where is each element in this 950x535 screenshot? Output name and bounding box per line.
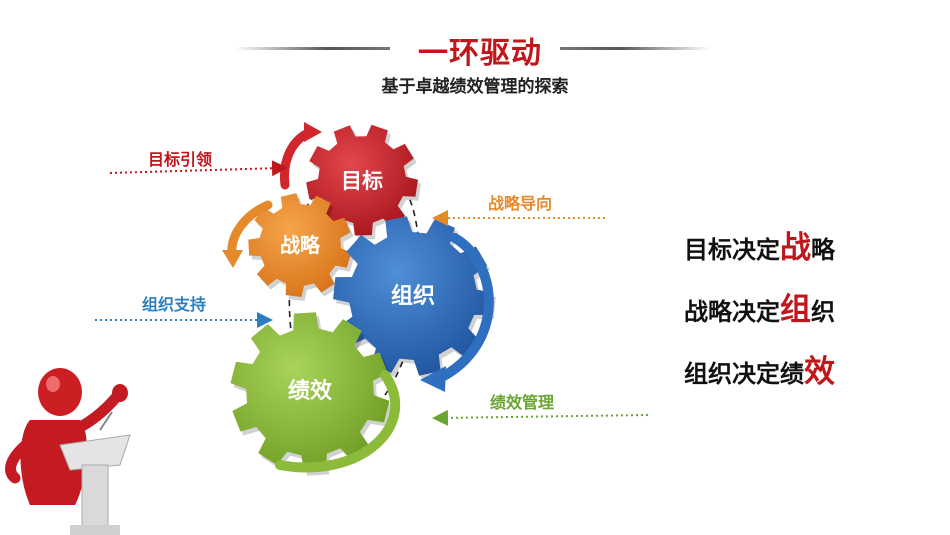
presenter-figure-icon [5, 368, 131, 535]
org-support-label: 组织支持 [142, 295, 207, 314]
statement-2-suffix: 织 [811, 298, 835, 326]
statement-1-highlight: 战 [780, 230, 811, 266]
statement-1-suffix: 略 [811, 236, 835, 264]
gear-orange-body [248, 193, 352, 297]
target-gear [306, 124, 421, 240]
statement-2-prefix: 战略决定 [684, 298, 780, 326]
target-lead-label: 目标引领 [148, 150, 213, 169]
statement-3-prefix: 组织决定绩 [684, 360, 804, 388]
strategy-guide-label: 战略导向 [488, 194, 553, 213]
organization-cycle-arrowhead [420, 366, 446, 392]
gear-green-body [230, 312, 390, 472]
strategy-cycle-arrowhead [222, 250, 243, 268]
perf-management-pointer [432, 409, 649, 426]
strategy-cycle-arrow [227, 200, 273, 260]
organization-cycle-arrow [435, 233, 494, 383]
performance-gear-label: 绩效 [288, 378, 332, 404]
statement-1-prefix: 目标决定 [684, 236, 780, 264]
strategy-gear-label: 战略 [280, 233, 321, 257]
statement-3: 组织决定绩效 [684, 346, 835, 391]
strategy-gear [248, 193, 355, 301]
target-cycle-arrowhead [304, 122, 322, 142]
title-decoration-right [560, 47, 710, 50]
page-subtitle: 基于卓越绩效管理的探索 [381, 77, 569, 97]
statement-3-highlight: 效 [804, 354, 835, 390]
performance-gear [230, 312, 393, 476]
perf-management-label: 绩效管理 [490, 393, 555, 412]
gear-red-body [306, 124, 418, 236]
target-gear-label: 目标 [341, 169, 383, 193]
page-title: 一环驱动 [418, 36, 542, 71]
title-decoration-left [235, 47, 390, 50]
performance-cycle-arrow [275, 370, 401, 473]
organization-gear-label: 组织 [391, 283, 435, 309]
target-lead-pointer [109, 160, 288, 177]
statement-2: 战略决定组织 [684, 284, 835, 329]
organization-gear [333, 216, 496, 380]
statement-1: 目标决定战略 [684, 222, 835, 267]
statement-2-highlight: 组 [780, 292, 811, 328]
gear-blue-body [333, 216, 493, 376]
